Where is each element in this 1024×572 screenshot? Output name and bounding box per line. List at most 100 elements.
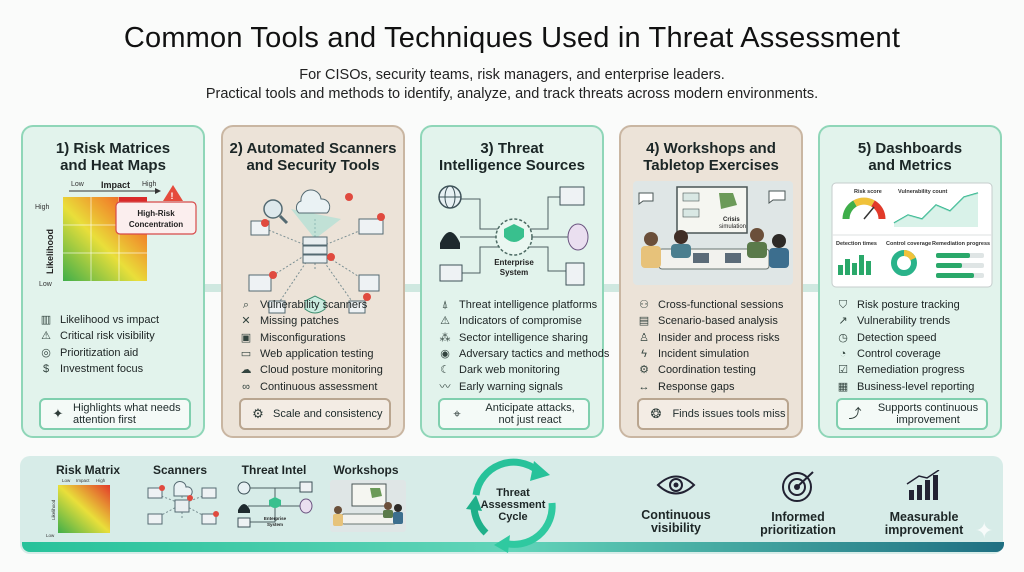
svg-text:Control coverage: Control coverage <box>886 241 931 247</box>
list-item: ▭Web application testing <box>240 348 374 361</box>
mini-workshop <box>330 480 406 532</box>
list-item: ⍋Threat intelligence platforms <box>438 297 609 313</box>
robot-arm-icon: ⚙ <box>252 406 264 421</box>
y-low-label-visible: Low <box>39 281 53 288</box>
list-item: ⚙Coordination testing <box>637 362 783 378</box>
card-connector <box>603 284 621 292</box>
card-title-line: 5) Dashboards <box>857 140 963 157</box>
list-item: ▥Likelihood vs impact <box>40 314 160 327</box>
list-item: $Investment focus <box>39 361 159 377</box>
scanner-network-illustration <box>248 189 385 314</box>
hacker-icon: ◉ <box>440 348 450 361</box>
growth-icon: ⤴ <box>848 406 862 421</box>
svg-text:Impact: Impact <box>76 478 90 483</box>
trend-icon: ↗ <box>838 315 848 328</box>
card-workshops: 4) Workshops and Tabletop Exercises Cris… <box>619 125 803 438</box>
card-title-line: Tabletop Exercises <box>643 157 779 174</box>
arrows-icon: ↔ <box>638 380 650 393</box>
benefit-line: Measurable <box>889 510 959 524</box>
scan-icon: ⌕ <box>242 299 250 312</box>
card-title-line: and Security Tools <box>246 157 380 174</box>
svg-text:High-Risk: High-Risk <box>137 209 175 218</box>
dashboard-illustration: Risk score Vulnerability count Detection… <box>831 182 993 288</box>
list-item: ▤Scenario-based analysis <box>638 315 778 328</box>
share-icon: ⁂ <box>439 331 451 344</box>
high-risk-callout <box>115 201 197 235</box>
list-item: 〰Early warning signals <box>439 380 563 393</box>
list-item: ♙Insider and process risks <box>637 330 783 346</box>
card-risk-matrices: 1) Risk Matrices and Heat Maps Low Impac… <box>21 125 205 438</box>
building-icon: ▦ <box>837 380 849 393</box>
card-title-line: and Heat Maps <box>60 157 166 174</box>
target-icon: ◎ <box>41 346 51 359</box>
list-item: ⁂Sector intelligence sharing <box>439 331 589 344</box>
browser-icon <box>439 264 463 282</box>
cloud-icon <box>295 189 331 214</box>
risk-matrix-illustration: Low Impact High High Low Low Likelihood … <box>35 180 197 288</box>
y-axis-label: Likelihood <box>45 229 55 274</box>
benefit-line: Continuous <box>641 508 711 522</box>
warning-icon <box>163 185 183 201</box>
brain-icon: ❂ <box>650 406 662 421</box>
svg-text:High: High <box>96 478 106 483</box>
growth-bars-icon <box>906 469 940 500</box>
svg-text:Vulnerability count: Vulnerability count <box>898 189 947 195</box>
card-title-line: Intelligence Sources <box>439 157 585 174</box>
bulb-icon: ✦ <box>52 406 64 421</box>
list-item: ∞Continuous assessment <box>239 378 383 394</box>
bottom-label-workshops: Workshops <box>333 463 399 477</box>
mini-threat-intel: Enterprise System <box>237 481 313 528</box>
svg-text:Low: Low <box>46 533 55 538</box>
card-connector <box>404 284 422 292</box>
list-item: ☁Cloud posture monitoring <box>240 364 383 377</box>
card-automated-scanners: 2) Automated Scanners and Security Tools… <box>221 125 405 438</box>
card-title: 5) Dashboards and Metrics <box>820 140 1000 174</box>
summary-pill: ❂ Finds issues tools miss <box>637 398 789 430</box>
list-item: ▣Misconfigurations <box>240 331 346 344</box>
svg-text:Low: Low <box>62 478 71 483</box>
svg-text:simulation: simulation <box>719 224 746 230</box>
telescope-icon: ⌖ <box>453 406 461 421</box>
list-item: ⛉Risk posture tracking <box>836 297 974 313</box>
y-high-label: High <box>35 204 50 211</box>
svg-text:Enterprise: Enterprise <box>264 516 287 521</box>
card-title: 2) Automated Scanners and Security Tools <box>223 140 403 174</box>
bottom-label-risk-matrix: Risk Matrix <box>55 463 121 477</box>
cycle-label: Threat Assessment Cycle <box>470 487 556 523</box>
card-title: 4) Workshops and Tabletop Exercises <box>621 140 801 174</box>
svg-text:System: System <box>267 522 283 527</box>
subtitle-line: For CISOs, security teams, risk managers… <box>299 67 725 83</box>
mini-risk-matrix: Low Impact High Likelihood Low <box>46 478 110 538</box>
subtitle-line: Practical tools and methods to identify,… <box>205 86 819 102</box>
infinity-icon: ∞ <box>242 380 250 393</box>
people-icon: ⚇ <box>639 299 649 312</box>
antenna-icon: ⍋ <box>441 299 449 312</box>
card-threat-intelligence: 3) Threat Intelligence Sources Enterpris… <box>420 125 609 438</box>
magnifier-icon <box>263 199 283 219</box>
svg-text:Risk score: Risk score <box>854 189 882 195</box>
svg-text:Enterprise: Enterprise <box>494 258 534 267</box>
list-item: ⚇Cross-functional sessions <box>637 297 783 313</box>
shield-icon <box>504 224 524 242</box>
list-item: ◷Detection speed <box>836 330 974 346</box>
cycle-label-line: Threat <box>496 487 530 499</box>
hacker-icon <box>440 232 460 249</box>
benefit-line: visibility <box>650 521 702 535</box>
lock-icon: ▣ <box>240 331 252 344</box>
card-connector <box>802 284 820 292</box>
shield-icon <box>304 295 326 314</box>
card-title-line: 3) Threat <box>480 140 544 157</box>
workshop-illustration: Crisis simulation <box>633 181 793 285</box>
person-icon <box>641 246 661 268</box>
card-title: 1) Risk Matrices and Heat Maps <box>23 140 203 174</box>
list-item: ▦Business-level reporting <box>837 380 975 393</box>
pie-icon: ◔ <box>839 348 847 361</box>
x-axis-label: Impact <box>101 180 130 190</box>
card-title-line: and Metrics <box>868 157 952 174</box>
x-low-label: Low <box>71 181 85 188</box>
server-icon <box>302 254 328 264</box>
benefit-line: improvement <box>884 523 964 537</box>
